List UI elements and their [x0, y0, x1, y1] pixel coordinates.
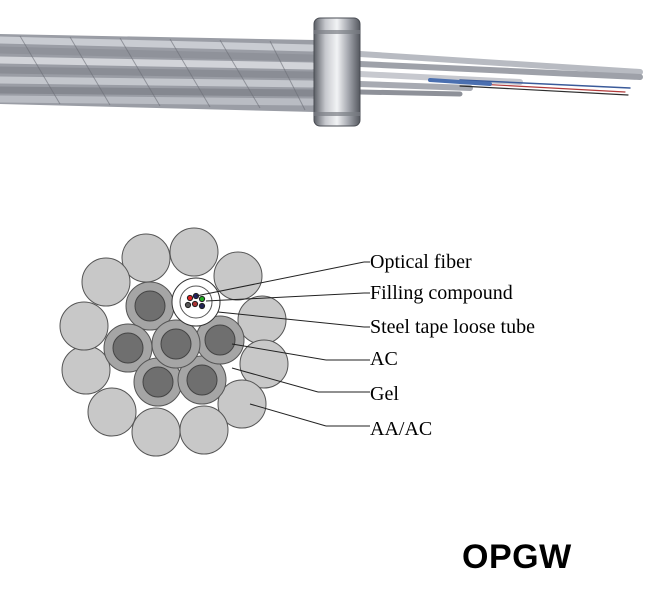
ac-wire-gel-layer	[103, 323, 153, 373]
optical-fiber	[192, 292, 200, 300]
ac-wire-gel-layer	[125, 281, 175, 331]
label-gel: Gel	[370, 383, 399, 405]
leader-line	[249, 403, 327, 427]
leader-line	[205, 292, 365, 302]
ac-wire-core	[112, 332, 144, 364]
leader-line	[231, 367, 319, 393]
optical-fiber	[186, 294, 194, 302]
label-steel-tape-loose-tube: Steel tape loose tube	[370, 316, 535, 338]
outer-strand	[239, 339, 289, 389]
outer-strand	[237, 295, 287, 345]
outer-strand	[169, 227, 219, 277]
filling-compound	[179, 285, 213, 319]
outer-strand	[213, 251, 263, 301]
ac-wire-gel-layer	[195, 315, 245, 365]
label-optical-fiber: Optical fiber	[370, 251, 472, 273]
callout-leader-lines	[195, 261, 370, 427]
optical-fiber	[198, 295, 206, 303]
ac-wire-gel-layer	[177, 355, 227, 405]
label-ac: AC	[370, 348, 398, 370]
stranded-cable-body	[0, 34, 316, 112]
steel-tape-loose-tube	[171, 277, 221, 327]
cross-section-strands	[59, 227, 289, 457]
outer-strand	[217, 379, 267, 429]
ac-wire-core	[134, 290, 166, 322]
cable-photo	[0, 17, 643, 127]
leader-line	[195, 261, 365, 297]
outer-strand	[61, 345, 111, 395]
optical-fiber	[191, 300, 199, 308]
outer-strand	[59, 301, 109, 351]
ac-wire-core	[186, 364, 218, 396]
outer-strand	[121, 233, 171, 283]
optical-fiber	[198, 302, 206, 310]
outer-strand	[81, 257, 131, 307]
clamp-ring	[313, 17, 361, 127]
outer-strand	[179, 405, 229, 455]
exposed-strands	[357, 51, 643, 97]
outer-strand	[131, 407, 181, 457]
ac-wire-core	[160, 328, 192, 360]
label-aa-ac: AA/AC	[370, 418, 433, 440]
product-title: OPGW	[462, 538, 572, 576]
outer-strand	[87, 387, 137, 437]
label-filling-compound: Filling compound	[370, 282, 513, 304]
ac-wire-core	[142, 366, 174, 398]
ac-wire-core	[204, 324, 236, 356]
leader-line	[217, 311, 365, 328]
optical-fiber	[184, 301, 192, 309]
ac-wire-gel-layer	[151, 319, 201, 369]
ac-wire-gel-layer	[133, 357, 183, 407]
leader-line	[231, 343, 327, 361]
